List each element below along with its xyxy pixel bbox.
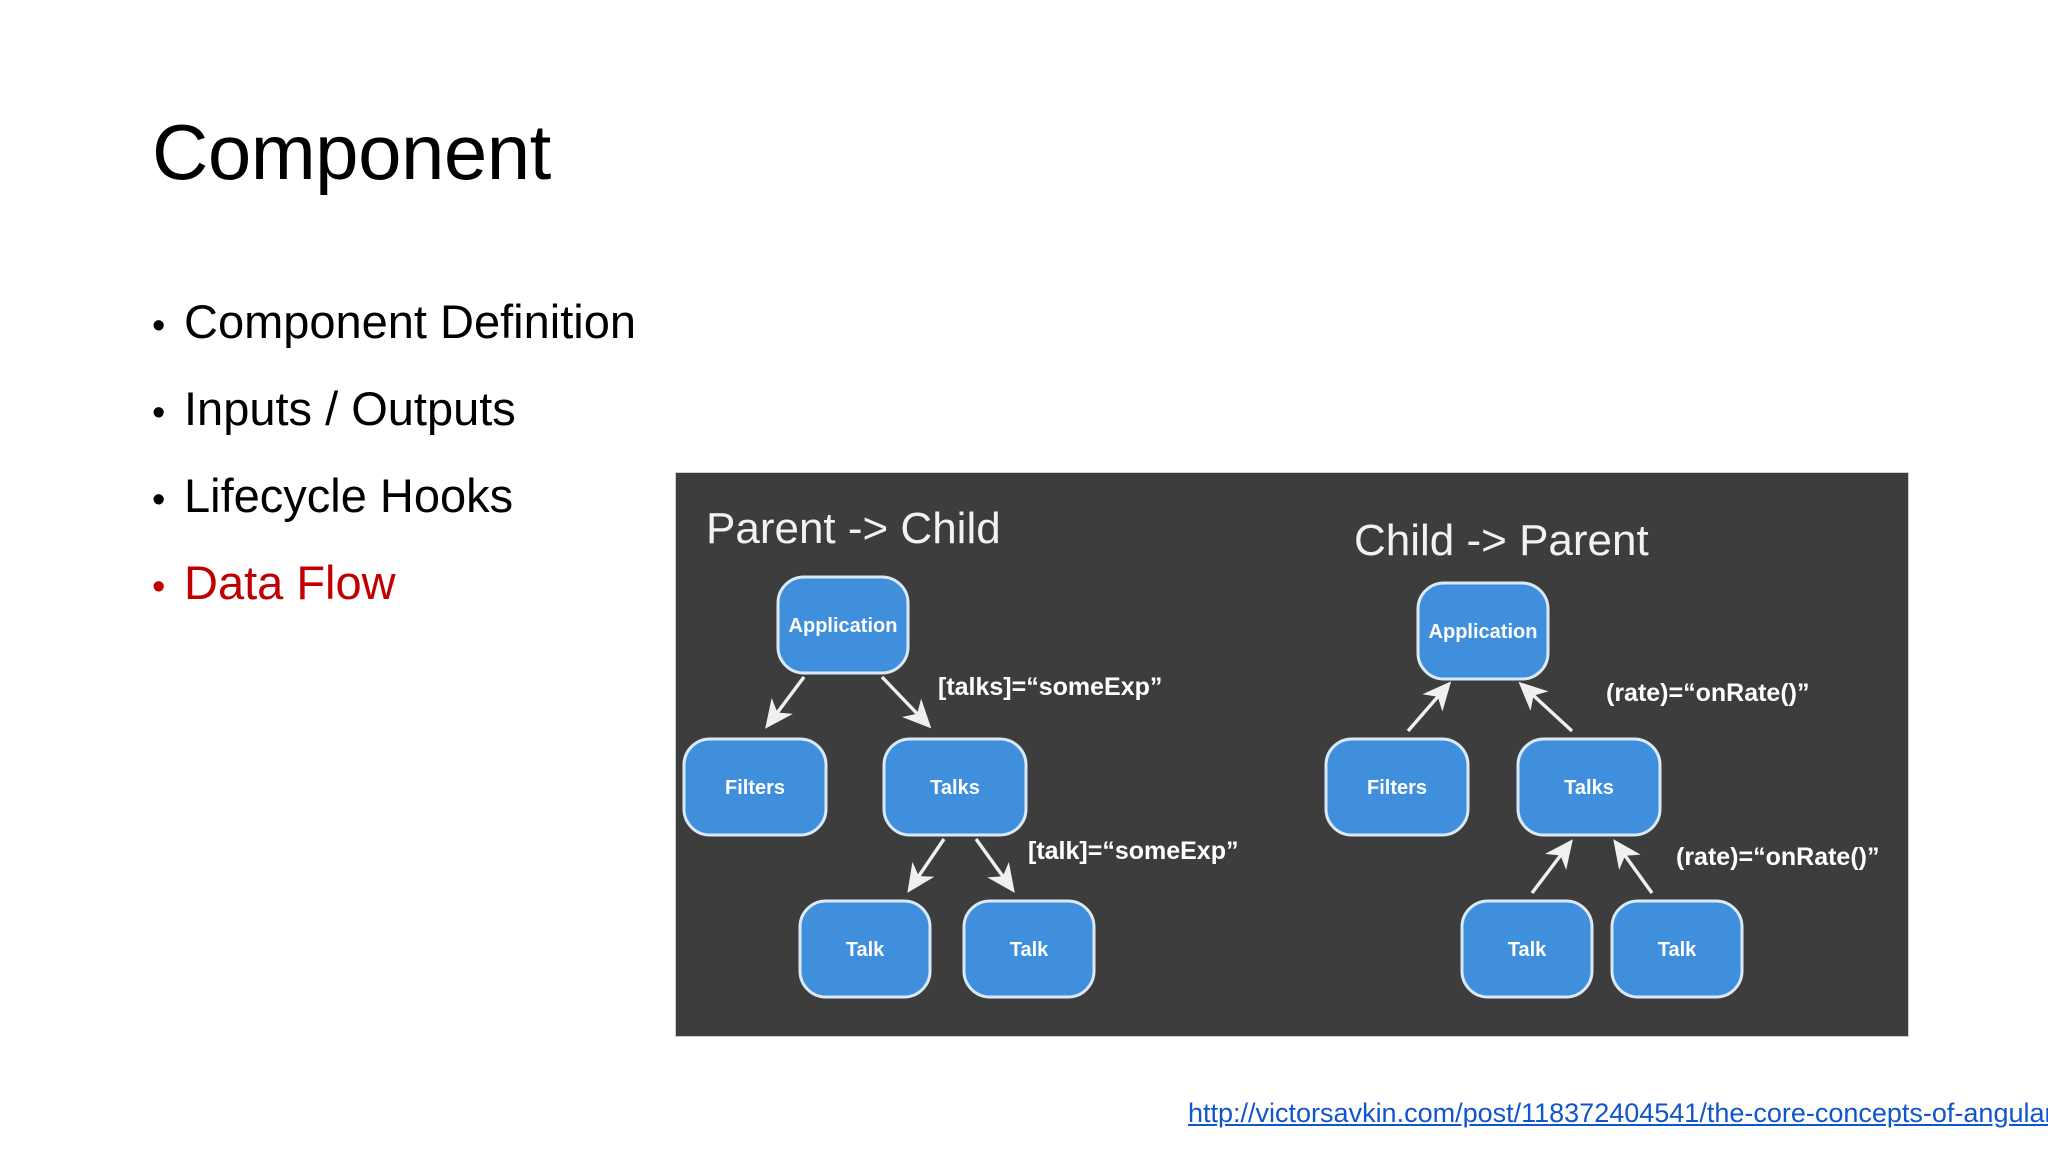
svg-text:Filters: Filters bbox=[1367, 777, 1427, 799]
diagram-edge-label-talks-binding: [talks]=“someExp” bbox=[938, 673, 1162, 701]
diagram-edge-label-talk-binding: [talk]=“someExp” bbox=[1028, 837, 1239, 865]
bullet-dot-icon: • bbox=[152, 305, 166, 347]
diagram-node-talks-left: Talks bbox=[882, 737, 1028, 837]
svg-text:Talk: Talk bbox=[1010, 939, 1049, 961]
diagram-node-talks-right: Talks bbox=[1516, 737, 1662, 837]
list-item-highlighted: • Data Flow bbox=[152, 559, 792, 646]
diagram-edge-label-rate-binding-bottom: (rate)=“onRate()” bbox=[1676, 843, 1880, 871]
diagram-heading-child-parent: Child -> Parent bbox=[1354, 516, 1649, 565]
diagram-node-application-left: Application bbox=[776, 575, 910, 675]
diagram-node-talk-left-1: Talk bbox=[798, 899, 932, 999]
diagram-arrow bbox=[974, 838, 1015, 893]
svg-text:Application: Application bbox=[1429, 621, 1538, 643]
svg-text:Application: Application bbox=[789, 615, 898, 637]
diagram-arrow bbox=[1613, 839, 1654, 894]
diagram-arrow bbox=[907, 838, 946, 893]
list-item-label: Lifecycle Hooks bbox=[184, 469, 514, 522]
list-item: • Component Definition bbox=[152, 298, 792, 385]
list-item: • Inputs / Outputs bbox=[152, 385, 792, 472]
diagram-arrow bbox=[1406, 681, 1452, 733]
diagram-arrow bbox=[765, 675, 806, 729]
list-item: • Lifecycle Hooks bbox=[152, 472, 792, 559]
svg-text:Talks: Talks bbox=[1564, 777, 1614, 799]
diagram-heading-parent-child: Parent -> Child bbox=[706, 504, 1001, 553]
list-item-label: Inputs / Outputs bbox=[184, 382, 516, 435]
diagram-image: Parent -> Child Application [talks]=“som… bbox=[676, 473, 1908, 1036]
svg-text:Talk: Talk bbox=[846, 939, 885, 961]
diagram-node-talk-right-1: Talk bbox=[1460, 899, 1594, 999]
source-link[interactable]: http://victorsavkin.com/post/11837240454… bbox=[1188, 1098, 2048, 1128]
list-item-label: Component Definition bbox=[184, 295, 636, 348]
bullet-dot-icon: • bbox=[152, 479, 166, 521]
diagram-node-filters-left: Filters bbox=[682, 737, 828, 837]
diagram-node-filters-right: Filters bbox=[1324, 737, 1470, 837]
diagram-node-application-right: Application bbox=[1416, 581, 1550, 681]
page-title: Component bbox=[152, 108, 551, 196]
diagram-node-talk-left-2: Talk bbox=[962, 899, 1096, 999]
diagram-arrow bbox=[1518, 681, 1574, 733]
svg-text:Talk: Talk bbox=[1508, 939, 1547, 961]
svg-text:Filters: Filters bbox=[725, 777, 785, 799]
list-item-label: Data Flow bbox=[184, 556, 396, 609]
svg-text:Talks: Talks bbox=[930, 777, 980, 799]
diagram-node-talk-right-2: Talk bbox=[1610, 899, 1744, 999]
bullet-dot-icon: • bbox=[152, 392, 166, 434]
diagram-arrow bbox=[880, 675, 932, 729]
diagram-edge-label-rate-binding-top: (rate)=“onRate()” bbox=[1606, 679, 1810, 707]
bullet-list: • Component Definition • Inputs / Output… bbox=[152, 298, 792, 646]
diagram-arrow bbox=[1530, 839, 1573, 895]
svg-text:Talk: Talk bbox=[1658, 939, 1697, 961]
bullet-dot-icon: • bbox=[152, 566, 166, 608]
